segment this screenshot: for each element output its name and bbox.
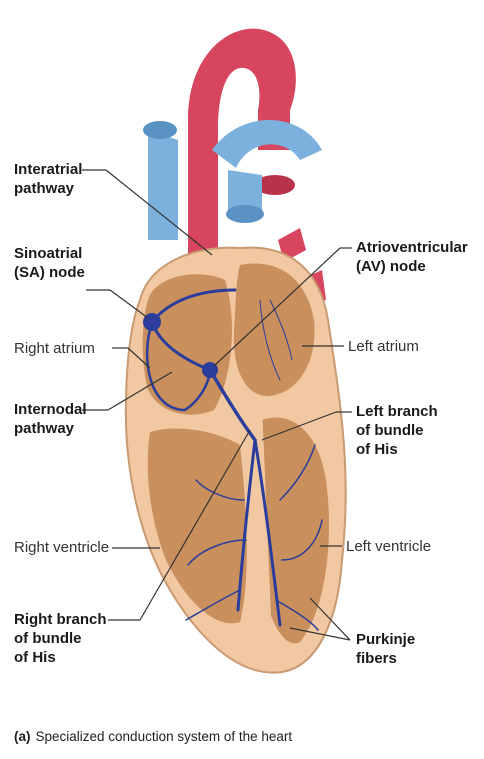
pulmonary-branch [212, 120, 322, 168]
label-sinoatrial-node: Sinoatrial (SA) node [14, 244, 85, 282]
label-av-node: Atrioventricular (AV) node [356, 238, 468, 276]
caption-text: Specialized conduction system of the hea… [36, 729, 293, 744]
caption-letter: (a) [14, 729, 31, 744]
vessel-opening [143, 121, 177, 139]
superior-vessel-opening [226, 205, 264, 223]
figure-caption: (a) Specialized conduction system of the … [14, 729, 292, 744]
label-left-atrium: Left atrium [348, 337, 419, 356]
label-right-branch: Right branch of bundle of His [14, 610, 107, 667]
label-right-ventricle: Right ventricle [14, 538, 109, 557]
label-left-branch: Left branch of bundle of His [356, 402, 438, 459]
label-purkinje-fibers: Purkinje fibers [356, 630, 415, 668]
label-interatrial-pathway: Interatrial pathway [14, 160, 82, 198]
label-right-atrium: Right atrium [14, 339, 95, 358]
label-internodal-pathway: Internodal pathway [14, 400, 87, 438]
label-left-ventricle: Left ventricle [346, 537, 431, 556]
